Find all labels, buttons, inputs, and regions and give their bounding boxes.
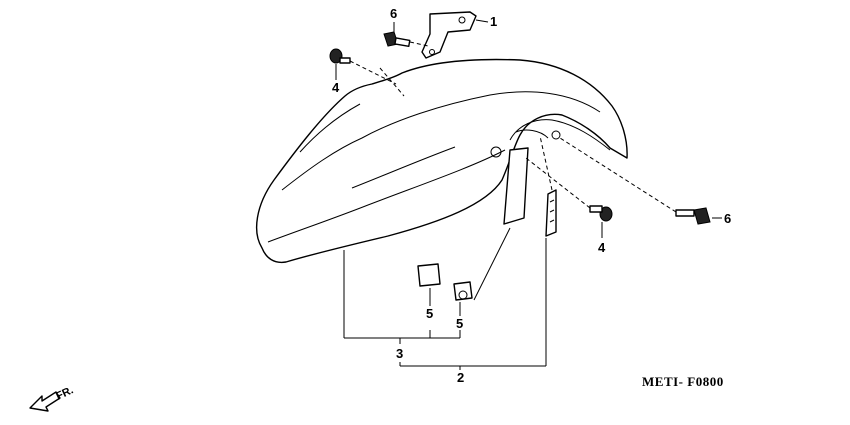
- mount-hole: [551, 130, 561, 140]
- fender-stay: [490, 130, 561, 225]
- callout-6-right: 6: [724, 211, 731, 226]
- callout-5-left: 5: [426, 306, 433, 321]
- direction-arrow-icon: [29, 391, 61, 412]
- grommet-part-4-left: [329, 48, 405, 97]
- callout-6-top: 6: [390, 6, 397, 21]
- callout-3: 3: [396, 346, 403, 361]
- nut-clip-part-5-left: [417, 263, 441, 287]
- front-direction-indicator: FR.: [29, 384, 75, 412]
- callout-5-right: 5: [456, 316, 463, 331]
- front-fender: [255, 58, 628, 264]
- mount-hole: [490, 146, 502, 158]
- callout-4-left: 4: [332, 80, 340, 95]
- callout-1: 1: [490, 14, 497, 29]
- direction-label: FR.: [54, 384, 75, 402]
- leader-lines: [335, 22, 603, 370]
- nut-clip-part-5-right: [453, 227, 511, 301]
- bolt-part-6-top: [383, 31, 429, 48]
- diagram-code: METI- F0800: [642, 374, 724, 389]
- grommet-part-4-right: [525, 157, 613, 222]
- callout-2: 2: [457, 370, 464, 385]
- callout-4-right: 4: [598, 240, 606, 255]
- bolt-part-6-right: [559, 137, 722, 225]
- bracket-part-1: [421, 11, 489, 59]
- clip-part-2: [539, 135, 557, 237]
